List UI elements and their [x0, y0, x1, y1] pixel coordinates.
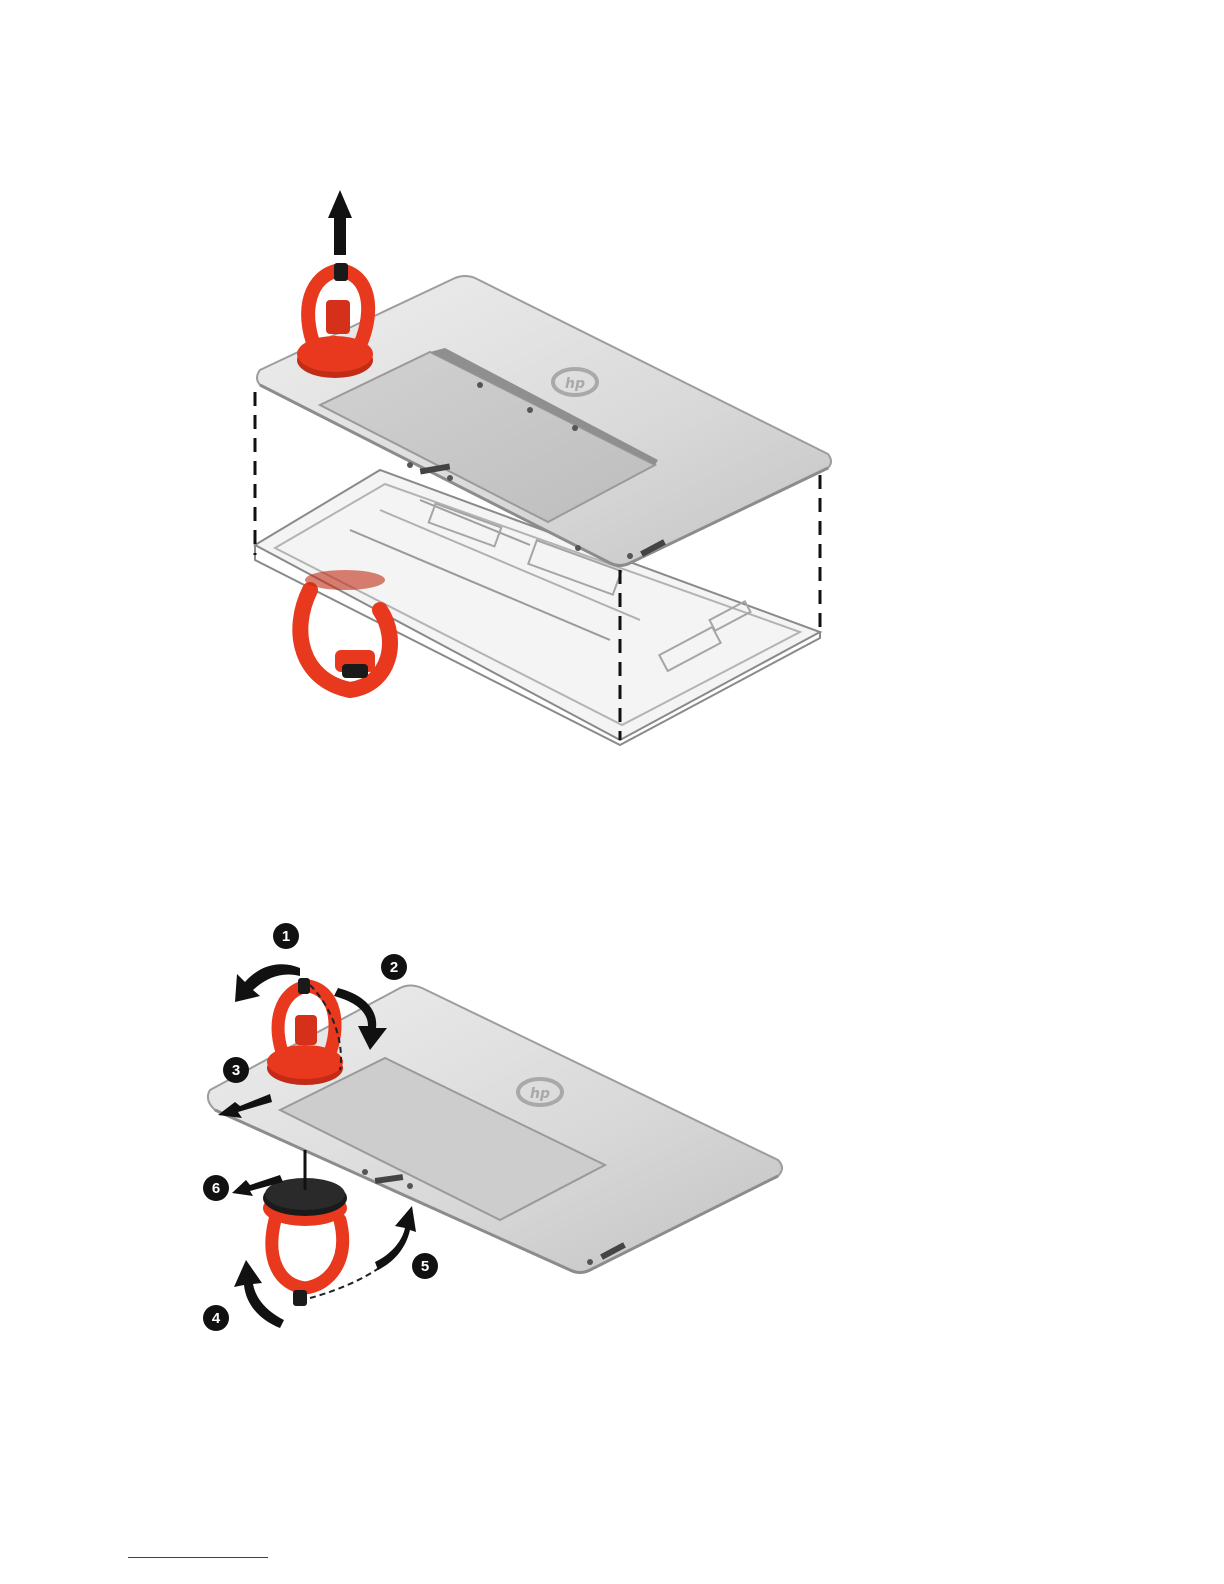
footnote-rule	[128, 1557, 268, 1558]
svg-text:6: 6	[212, 1180, 220, 1197]
svg-text:hp: hp	[530, 1086, 550, 1102]
suction-cup-icon	[267, 978, 343, 1085]
svg-text:hp: hp	[565, 376, 585, 392]
svg-text:5: 5	[421, 1258, 429, 1275]
curved-arrow-icon	[375, 1206, 416, 1270]
back-cover: hp	[208, 986, 782, 1273]
remove-back-cover-figure: hp	[230, 170, 850, 760]
up-arrow-icon	[328, 190, 352, 255]
svg-text:1: 1	[282, 928, 290, 945]
release-suction-cup-figure: hp	[180, 910, 810, 1340]
callout-3: 3	[223, 1057, 249, 1083]
svg-text:3: 3	[232, 1062, 240, 1079]
callout-5: 5	[412, 1253, 438, 1279]
suction-cup-icon	[297, 263, 373, 378]
callout-4: 4	[203, 1305, 229, 1331]
callout-1: 1	[273, 923, 299, 949]
svg-text:2: 2	[390, 959, 398, 976]
callout-2: 2	[381, 954, 407, 980]
svg-text:4: 4	[212, 1310, 221, 1327]
callout-6: 6	[203, 1175, 229, 1201]
